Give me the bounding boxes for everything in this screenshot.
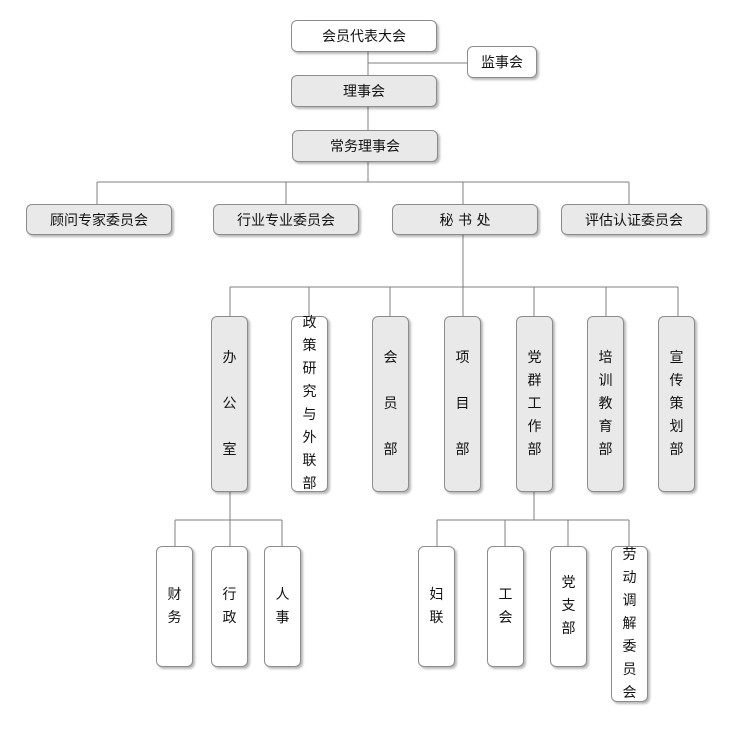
project-dept-label: 项目部	[455, 350, 470, 458]
council-box: 理事会	[291, 75, 437, 107]
labor-union-label: 工会	[498, 586, 513, 626]
supervisory-board-box: 监事会	[467, 46, 537, 78]
secretariat-label: 秘 书 处	[439, 212, 491, 229]
party-branch-box: 党支部	[550, 546, 587, 667]
finance-box: 财务	[156, 546, 193, 667]
party-mass-dept-box: 党群工作部	[516, 316, 553, 492]
supervisory-board-label: 监事会	[481, 55, 523, 71]
finance-label: 财务	[167, 586, 182, 626]
womens-federation-box: 妇联	[418, 546, 455, 667]
congress-box: 会员代表大会	[291, 20, 437, 52]
labor-mediation-box: 劳动调解委员会	[611, 546, 648, 702]
council-label: 理事会	[343, 84, 385, 100]
personnel-box: 人事	[264, 546, 301, 667]
party-mass-dept-label: 党群工作部	[527, 349, 542, 458]
industry-committee-label: 行业专业委员会	[237, 212, 335, 229]
evaluation-committee-label: 评估认证委员会	[585, 212, 683, 229]
policy-research-box: 政策研究与外联部	[291, 315, 328, 492]
training-dept-box: 培训教育部	[587, 316, 624, 492]
congress-label: 会员代表大会	[322, 29, 406, 45]
policy-research-label: 政策研究与外联部	[302, 315, 317, 492]
office-label: 办公室	[222, 350, 237, 458]
administration-box: 行政	[211, 546, 248, 667]
standing-council-box: 常务理事会	[292, 130, 438, 162]
project-dept-box: 项目部	[444, 316, 481, 492]
labor-mediation-label: 劳动调解委员会	[622, 546, 637, 701]
publicity-dept-box: 宣传策划部	[658, 316, 695, 492]
standing-council-label: 常务理事会	[330, 139, 400, 155]
womens-federation-label: 妇联	[429, 586, 444, 626]
party-branch-label: 党支部	[561, 575, 576, 637]
industry-committee-box: 行业专业委员会	[213, 204, 359, 235]
office-box: 办公室	[211, 316, 248, 492]
personnel-label: 人事	[275, 586, 290, 626]
publicity-dept-label: 宣传策划部	[669, 349, 684, 458]
labor-union-box: 工会	[487, 546, 524, 667]
membership-dept-box: 会员部	[372, 316, 409, 492]
training-dept-label: 培训教育部	[598, 349, 613, 458]
evaluation-committee-box: 评估认证委员会	[561, 204, 707, 235]
administration-label: 行政	[222, 586, 237, 626]
advisory-committee-box: 顾问专家委员会	[26, 204, 172, 235]
advisory-committee-label: 顾问专家委员会	[50, 212, 148, 229]
membership-dept-label: 会员部	[383, 350, 398, 458]
secretariat-box: 秘 书 处	[392, 204, 538, 235]
